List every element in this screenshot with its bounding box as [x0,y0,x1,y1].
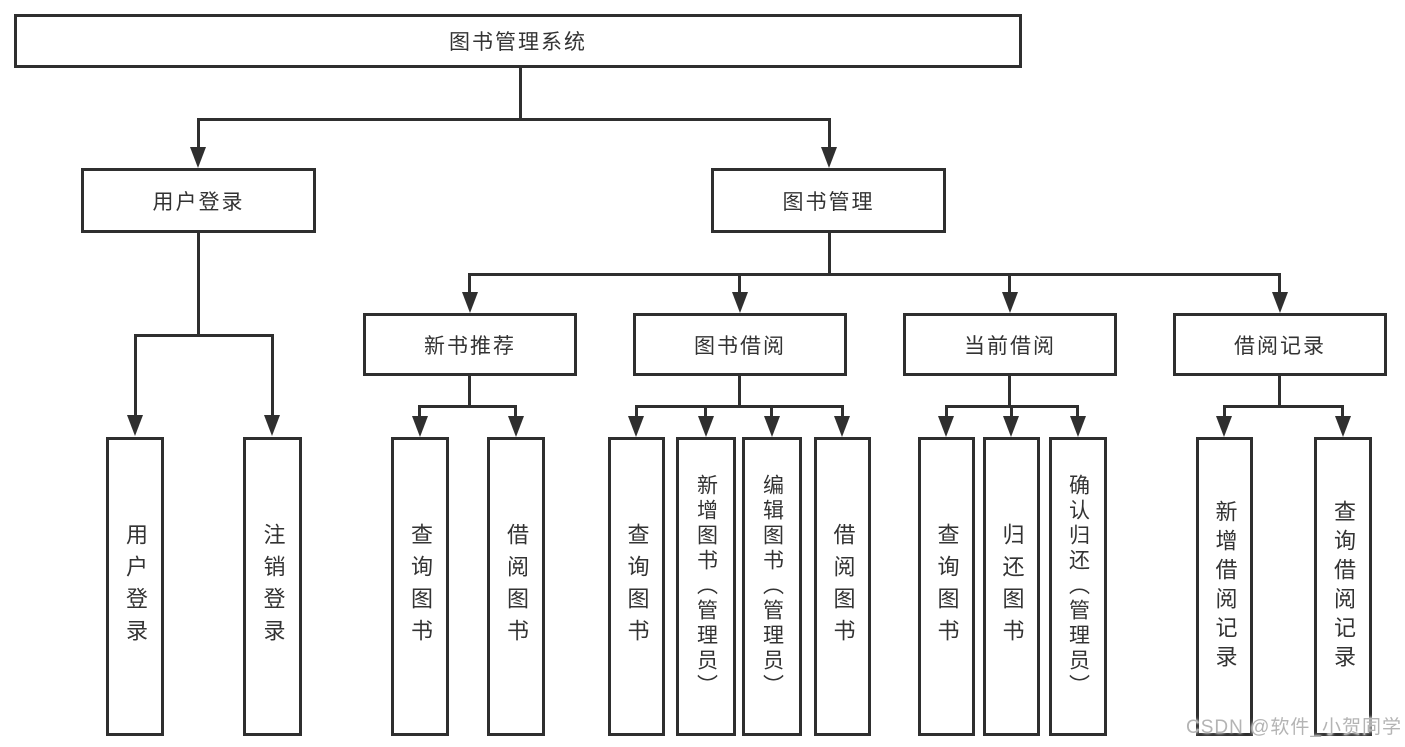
watermark: CSDN @软件_小贺同学 [1186,717,1402,738]
connector-g1-stub [468,376,471,407]
leaf-user-login: 用户登录 [106,437,164,736]
arrow-down-icon [938,416,954,437]
connector-level2-bar [197,118,831,121]
arrow-down-icon [264,415,280,436]
connector-books-drop [828,118,831,150]
arrow-down-icon [698,416,714,437]
connector-g4-leaf2-drop [1341,405,1344,419]
leaf-current-return: 归还图书 [983,437,1040,736]
leaf-newbook-query: 查询图书 [391,437,449,736]
connector-g3-stub [1008,376,1011,407]
leaf-borrow-edit: 编辑图书（管理员） [742,437,802,736]
leaf-borrow-borrow: 借阅图书 [814,437,871,736]
arrow-down-icon [1002,292,1018,313]
arrow-down-icon [190,147,206,168]
arrow-down-icon [1216,416,1232,437]
connector-books-stem [828,232,831,275]
connector-root-stem [519,68,522,120]
connector-g3-leaf3-drop [1076,405,1079,419]
node-book-borrow: 图书借阅 [633,313,847,376]
connector-user-leaf2-drop [271,334,274,418]
arrow-down-icon [1003,416,1019,437]
connector-g1-bar [418,405,517,408]
connector-g4-leaf1-drop [1223,405,1226,419]
arrow-down-icon [508,416,524,437]
connector-g2-bar [635,405,844,408]
leaf-current-query: 查询图书 [918,437,975,736]
connector-user-drop [197,118,200,150]
connector-g2-leaf1-drop [635,405,638,419]
connector-g1-leaf2-drop [514,405,517,419]
connector-g2-leaf4-drop [841,405,844,419]
connector-g2-leaf3-drop [770,405,773,419]
arrow-down-icon [1272,292,1288,313]
node-root: 图书管理系统 [14,14,1022,68]
connector-g2-leaf2-drop [704,405,707,419]
connector-g3-drop [1008,273,1011,295]
connector-g1-leaf1-drop [418,405,421,419]
connector-g2-drop [738,273,741,295]
arrow-down-icon [1335,416,1351,437]
arrow-down-icon [732,292,748,313]
leaf-current-confirm: 确认归还（管理员） [1049,437,1107,736]
leaf-records-add: 新增借阅记录 [1196,437,1253,736]
connector-user-bar [134,334,274,337]
connector-g2-stub [738,376,741,407]
arrow-down-icon [1070,416,1086,437]
leaf-logout: 注销登录 [243,437,302,736]
arrow-down-icon [821,147,837,168]
node-book-management: 图书管理 [711,168,946,233]
arrow-down-icon [834,416,850,437]
connector-g4-drop [1278,273,1281,295]
arrow-down-icon [764,416,780,437]
leaf-newbook-borrow: 借阅图书 [487,437,545,736]
connector-user-leaf1-drop [134,334,137,418]
arrow-down-icon [462,292,478,313]
node-borrow-records: 借阅记录 [1173,313,1387,376]
leaf-borrow-query: 查询图书 [608,437,665,736]
node-user-login-branch: 用户登录 [81,168,316,233]
node-new-book-recommend: 新书推荐 [363,313,577,376]
leaf-records-query: 查询借阅记录 [1314,437,1372,736]
connector-g3-leaf1-drop [945,405,948,419]
node-current-borrow: 当前借阅 [903,313,1117,376]
connector-g4-bar [1223,405,1343,408]
arrow-down-icon [628,416,644,437]
connector-g1-drop [468,273,471,295]
leaf-borrow-add: 新增图书（管理员） [676,437,736,736]
connector-g4-stub [1278,376,1281,407]
arrow-down-icon [412,416,428,437]
connector-user-stem [197,232,200,336]
arrow-down-icon [127,415,143,436]
connector-g3-leaf2-drop [1010,405,1013,419]
connector-level3-bar [468,273,1281,276]
